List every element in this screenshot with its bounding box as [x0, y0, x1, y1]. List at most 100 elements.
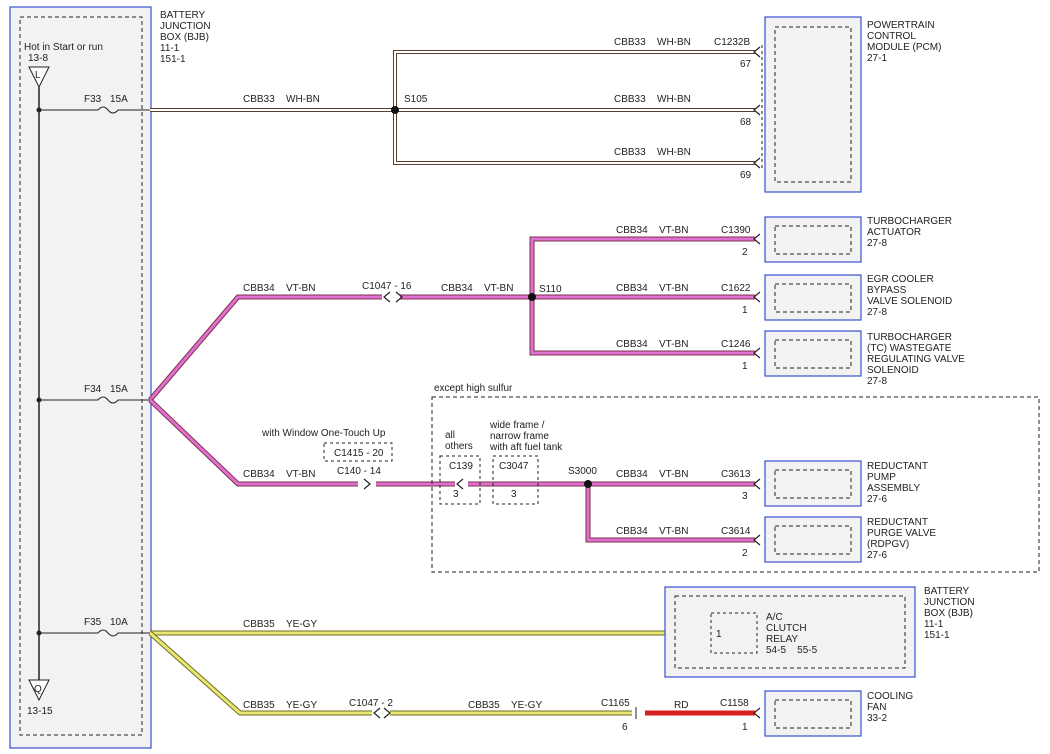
cbb35-label-3: CBB35 [468, 700, 500, 711]
turbo-frame [764, 216, 862, 263]
arrow-icon [383, 291, 391, 303]
f35-rating: 10A [110, 617, 128, 628]
egr-block: C1622 1 EGR COOLER BYPASS VALVE SOLENOID… [721, 274, 952, 321]
pin-67: 67 [740, 59, 752, 70]
arrow-icon [753, 534, 761, 546]
conn-c140-14: C140 - 14 [337, 466, 381, 477]
rd-label: RD [674, 700, 688, 711]
wire-s105-67-core [394, 51, 755, 110]
conn-c1622: C1622 [721, 283, 751, 294]
arrow-icon [753, 157, 761, 169]
cbb34-label-3: CBB34 [616, 225, 648, 236]
arrow-icon [753, 478, 761, 490]
wastegate-inner [774, 339, 852, 369]
f34-rating: 15A [110, 384, 128, 395]
bjb2-inner [674, 595, 906, 669]
fan-inner [774, 699, 852, 729]
arrow-icon [753, 233, 761, 245]
c3047-box [492, 455, 539, 505]
wide-frame-2: narrow frame [490, 431, 549, 442]
pin-c1165: 6 [622, 722, 628, 733]
vtbn-label-5: VT-BN [659, 339, 688, 350]
egr-title-2: BYPASS [867, 285, 907, 296]
turbo-inner [774, 225, 852, 255]
pcm-title-2: CONTROL [867, 31, 916, 42]
conn-c3047: C3047 [499, 461, 529, 472]
conn-c1158: C1158 [720, 698, 749, 709]
wires-ye-gy: CBB35 YE-GY CBB35 YE-GY C1047 - 2 CBB35 … [148, 619, 761, 733]
wide-frame-1: wide frame / [489, 420, 545, 431]
wire-s110-c1390-core [530, 237, 755, 297]
fan-title-3: 33-2 [867, 713, 887, 724]
pin-c139: 3 [453, 489, 459, 500]
vtbn-label-7: VT-BN [659, 469, 688, 480]
arrow-icon [395, 291, 403, 303]
pump-inner [774, 469, 852, 499]
pcm-title-3: MODULE (PCM) [867, 42, 941, 53]
pcm-title-4: 27-1 [867, 53, 887, 64]
purge-title-4: 27-6 [867, 550, 887, 561]
yegy-label-3: YE-GY [511, 700, 542, 711]
wires-vt-bn: S110 S3000 CBB34 VT-BN C1047 - 16 CBB34 … [148, 225, 755, 543]
fan-title-2: FAN [867, 702, 886, 713]
cbb33-label-1: CBB33 [243, 94, 275, 105]
pin-c1390: 2 [742, 247, 748, 258]
wastegate-title-1: TURBOCHARGER [867, 332, 952, 343]
pin-c1158: 1 [742, 722, 748, 733]
wire-s105-67 [393, 50, 755, 110]
arrow-icon [456, 478, 464, 490]
wire-s110-c1246-core [530, 297, 755, 355]
pcm-frame [764, 16, 862, 193]
whbn-label-1: WH-BN [286, 94, 320, 105]
except-frame [431, 396, 1040, 573]
yegy-label-1: YE-GY [286, 619, 317, 630]
arrow-icon [373, 707, 381, 719]
f33-rating: 15A [110, 94, 128, 105]
pcm-title-1: POWERTRAIN [867, 20, 935, 31]
all-others-2: others [445, 441, 473, 452]
wire-s105-69-core [394, 110, 755, 164]
pin-c3613: 3 [742, 491, 748, 502]
pin-c3614: 2 [742, 548, 748, 559]
bjb2-title-1: BATTERY [924, 586, 970, 597]
conn-c1047-16: C1047 - 16 [362, 281, 412, 292]
relay-title-3: RELAY [766, 634, 798, 645]
f35-fuse-icon [97, 629, 119, 637]
pcm-inner [774, 26, 852, 183]
wire-s3000-c3614-core [586, 484, 755, 542]
relay-pin: 1 [716, 629, 722, 640]
bjb-title-4: 11-1 [160, 43, 180, 54]
purge-frame [764, 516, 862, 563]
arrow-icon [753, 707, 761, 719]
wastegate-frame [764, 330, 862, 377]
turbo-title-2: ACTUATOR [867, 227, 921, 238]
conn-c1246: C1246 [721, 339, 751, 350]
fan-title-1: COOLING [867, 691, 913, 702]
vtbn-label-4: VT-BN [659, 283, 688, 294]
purge-block: C3614 2 REDUCTANT PURGE VALVE (RDPGV) 27… [721, 516, 936, 563]
relay-box [710, 612, 758, 654]
egr-inner [774, 283, 852, 313]
purge-inner [774, 525, 852, 555]
wire-f34-lower-core [148, 398, 358, 486]
vtbn-label-1: VT-BN [286, 283, 315, 294]
fan-block: COOLING FAN 33-2 [764, 690, 913, 737]
top-ref: 13-8 [28, 53, 48, 64]
arrow-icon [753, 347, 761, 359]
except-note: except high sulfur [434, 383, 513, 394]
bjb2-title-3: BOX (BJB) [924, 608, 973, 619]
yegy-label-2: YE-GY [286, 700, 317, 711]
splice-s105-dot [391, 106, 399, 114]
conn-c1165: C1165 [601, 698, 630, 709]
bjb-relay-block: 1 A/C CLUTCH RELAY 54-5 55-5 BATTERY JUN… [664, 586, 975, 678]
splice-s3000: S3000 [568, 466, 597, 477]
arrow-icon [383, 707, 391, 719]
bjb2-title-2: JUNCTION [924, 597, 975, 608]
conn-c3614: C3614 [721, 526, 751, 537]
cbb33-label-4: CBB33 [614, 147, 646, 158]
all-others-1: all [445, 430, 455, 441]
splice-s110: S110 [539, 284, 562, 295]
conn-c3613: C3613 [721, 469, 751, 480]
pump-title-1: REDUCTANT [867, 461, 928, 472]
